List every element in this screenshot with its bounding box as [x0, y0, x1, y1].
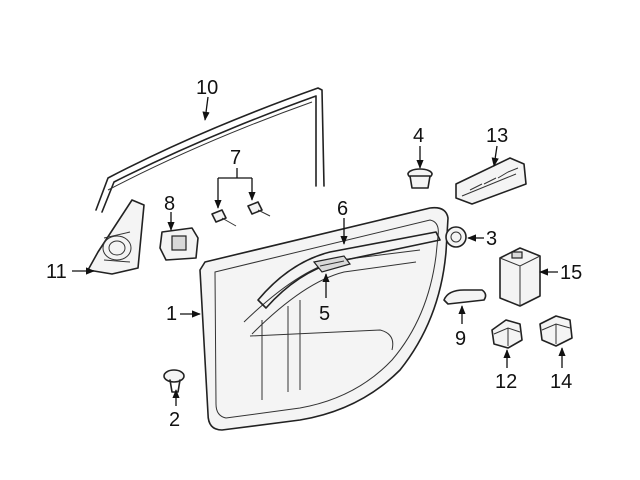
grommet — [445, 226, 467, 248]
inside-handle — [312, 255, 352, 273]
retainer-clip — [407, 168, 433, 189]
callout-1: 1 — [166, 303, 177, 325]
control-module — [499, 247, 541, 307]
callout-2: 2 — [169, 409, 180, 431]
armrest-insert — [257, 231, 441, 309]
leader-lines — [72, 96, 566, 406]
callout-10: 10 — [196, 77, 218, 99]
callout-8: 8 — [164, 193, 175, 215]
callout-4: 4 — [413, 125, 424, 147]
mirror-cover-speaker — [87, 199, 145, 275]
callout-6: 6 — [337, 198, 348, 220]
leader-10 — [202, 96, 210, 121]
door-trim-panel — [199, 206, 449, 431]
callout-7: 7 — [230, 147, 241, 169]
bracket — [159, 227, 199, 261]
leader-13 — [491, 145, 499, 167]
push-clip — [163, 369, 185, 393]
callout-11: 11 — [46, 261, 67, 283]
seat-switch — [539, 315, 573, 347]
callout-14: 14 — [550, 371, 572, 393]
callout-5: 5 — [319, 303, 330, 325]
lock-switch — [491, 319, 523, 349]
callout-labels: 10 11 8 7 6 5 1 2 4 13 3 15 9 12 14 — [46, 77, 582, 431]
callout-13: 13 — [486, 125, 508, 147]
callout-12: 12 — [495, 371, 517, 393]
leader-7 — [218, 168, 252, 179]
callout-15: 15 — [560, 262, 582, 284]
callout-9: 9 — [455, 328, 466, 350]
reflector-lamp — [443, 289, 487, 305]
window-switch — [455, 157, 527, 205]
window-weatherstrip — [95, 87, 325, 213]
screws — [211, 201, 271, 227]
callout-3: 3 — [486, 228, 497, 250]
